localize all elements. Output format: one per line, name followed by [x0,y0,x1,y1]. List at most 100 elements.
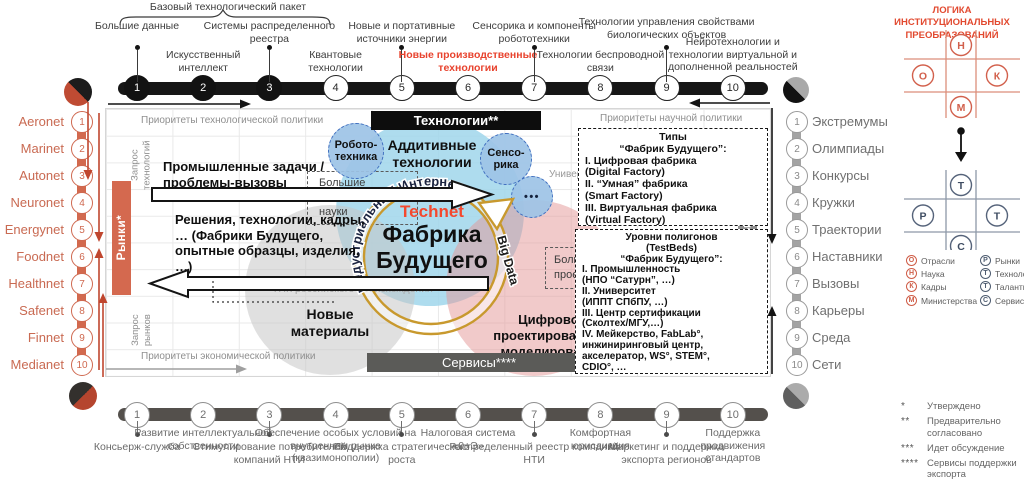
markets-connector [77,122,86,365]
text-line: (Сколтех/МГУ,…) [582,318,664,330]
tech-axis-node-8: 8 [587,75,614,101]
market-label-energynet: Energynet [4,222,64,237]
text-line: I. Промышленность [582,264,681,276]
tech-axis-dot-9 [664,45,670,50]
tech-axis-label-6: Новые производственные технологии [398,49,538,74]
more-technologies-circle: ••• [511,176,553,218]
text-line: III. Виртуальная фабрика [585,201,717,214]
tech-policy-label: Приоритеты технологической политики [141,115,324,126]
text-line: “Фабрик Будущего”: [620,253,723,265]
solutions-label: Решения, технологии, кадры, … (Фабрики Б… [175,212,365,274]
text-line: (НПО “Сатурн”, …) [582,275,675,287]
text-line: I. Цифровая фабрика [585,154,697,167]
market-node-10: 10 [71,354,93,376]
service-axis-dot-5 [399,432,405,437]
talent-node-6: 6 [786,246,808,268]
market-node-4: 4 [71,192,93,214]
legend-right-icon-3: Т [980,281,991,293]
talent-label-10: Сети [812,357,842,372]
talent-node-7: 7 [786,273,808,295]
service-axis-dot-3 [266,432,272,437]
talent-node-8: 8 [786,300,808,322]
tech-axis-stem-9 [666,50,668,82]
footnote-stars: * [901,401,906,412]
testbed-levels-list: I. Промышленность (НПО “Сатурн”, …)II. У… [582,265,761,373]
legend-right-label-4: Сервисы [995,295,1024,306]
footnote-row-2: ** Предварительно согласовано [901,416,1023,440]
market-node-1: 1 [71,111,93,133]
text-line: Уровни полигонов [625,232,718,243]
market-node-6: 6 [71,246,93,268]
service-axis-node-3: 3 [256,402,283,428]
market-label-healthnet: Healthnet [8,276,64,291]
tech-axis-dot-5 [399,45,405,50]
talent-node-1: 1 [786,111,808,133]
factory-types-box: Типы“Фабрик Будущего”: I. Цифровая фабри… [578,128,768,226]
testbed-levels-title: Уровни полигонов(TestBeds)“Фабрик Будуще… [582,232,761,265]
service-axis-stem-9 [666,421,668,433]
service-axis-label-3: Стимулирование потребителей компаний НТИ [192,441,347,466]
legend-left-label-4: Министерства [921,295,978,306]
legend-left-icon-2: Н [906,268,917,280]
service-axis-node-8: 8 [587,402,614,428]
service-axis-stem-5 [401,421,403,433]
service-axis-node-4: 4 [322,402,349,428]
quadrant-pie-bottom-left-icon [69,382,97,410]
talent-node-9: 9 [786,327,808,349]
footnote-stars: ** [901,415,910,427]
legend-left-label-1: Отрасли [921,256,955,266]
tech-axis-label-8: Технологии беспроводной связи [536,49,665,74]
legend-right-label-2: Технологии [995,269,1024,280]
tech-axis-label-3: Системы распределенного реестра [203,20,336,45]
legend-right-icon-1: Р [980,255,991,266]
factory-types-title: Типы“Фабрик Будущего”: [585,131,761,156]
text-line: (Digital Factory) [585,166,665,179]
quadrant-pie-top-left-icon [64,78,92,106]
service-axis-dot-7 [531,432,537,437]
text-line: II. Университет [582,285,656,297]
market-label-neuronet: Neuronet [10,195,64,210]
text-line: (Virtual Factory) [585,213,666,226]
tech-axis-dot-7 [531,45,537,50]
service-axis-node-2: 2 [190,402,217,428]
footnote-row-4: ****Сервисы поддержки экспорта [901,458,1023,482]
talent-label-4: Кружки [812,195,855,210]
market-node-2: 2 [71,138,93,160]
markets-bar: Рынки* [112,181,131,295]
tech-axis-dot-1 [134,45,140,50]
tech-axis-node-2: 2 [190,75,217,101]
market-node-5: 5 [71,219,93,241]
legend-left-label-3: Кадры [921,282,947,293]
tech-axis-label-5: Новые и портативные источники энергии [348,20,456,45]
market-label-autonet: Autonet [19,168,64,183]
service-axis-label-9: Маркетинг и поддержка экспорта регионов [608,441,725,466]
service-axis-label-4: Обеспечение особых условий на внутреннем… [255,427,417,465]
footnotes-legend: *Утверждено**Предварительно согласовано*… [901,401,1023,484]
market-node-3: 3 [71,165,93,187]
services-box: Сервисы**** [367,353,591,372]
talent-label-9: Среда [812,330,851,345]
text-line: IV. Мейкерство, FabLab°, [582,329,704,341]
factory-types-list: I. Цифровая фабрика(Digital Factory)II. … [585,154,761,227]
footnote-label: Утверждено [927,401,981,412]
market-label-foodnet: Foodnet [16,249,64,264]
legend-left-icon-3: К [906,281,917,293]
talent-label-5: Траектории [812,222,882,237]
text-line: ЛОГИКА ИНСТИТУЦИОНАЛЬНЫХ [894,5,1010,29]
market-label-medianet: Medianet [10,357,64,372]
science-policy-label: Приоритеты научной политики [600,113,743,124]
legend-right-icon-2: Т [980,268,991,280]
robotics-circle: Робото-техника [328,123,384,179]
tech-axis-label-7: Сенсорика и компоненты робототехники [472,20,596,45]
talent-label-2: Олимпиады [812,141,885,156]
service-axis-node-6: 6 [455,402,481,428]
tech-axis-stem-1 [136,50,138,82]
service-axis-dot-1 [134,432,140,437]
quadrant-pie-top-right-icon [783,77,809,103]
text-line: CDIO°, … [582,361,627,373]
talents-connector [792,122,801,365]
legend-left-icon-1: О [906,255,917,266]
service-axis-label-8: Комфортная юрисдикция [569,427,632,452]
text-line: Типы [659,131,687,143]
footnote-label: Предварительно согласовано [927,415,1001,439]
